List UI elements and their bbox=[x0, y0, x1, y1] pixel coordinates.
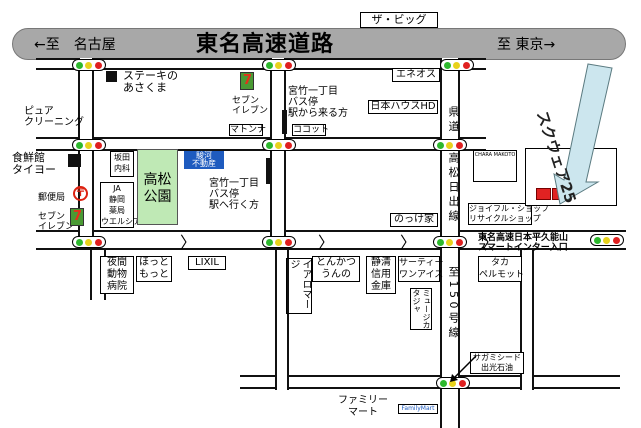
sakana-marker-icon bbox=[68, 154, 81, 167]
bus-stop-top-label: 宮竹一丁目 バス停 駅から来る方 bbox=[288, 86, 348, 119]
bus-stop-post-mid bbox=[266, 158, 271, 184]
road-mid-vertical bbox=[270, 58, 286, 248]
square25-building-icon bbox=[536, 188, 551, 200]
eneos-station: エネオス bbox=[392, 68, 440, 82]
traffic-signal bbox=[262, 59, 296, 71]
family-mart-label: ファミリー マート bbox=[338, 395, 388, 418]
rail-crossing-mark: 〉 bbox=[482, 233, 499, 252]
traffic-signal bbox=[72, 139, 106, 151]
rail-crossing-mark: 〉 bbox=[318, 233, 335, 252]
arrow-to-station-icon bbox=[450, 355, 477, 382]
traffic-signal bbox=[262, 139, 296, 151]
musica-label: ミュージカ タジャ bbox=[410, 288, 432, 330]
night-animal-hospital: 夜間 動物 病院 bbox=[100, 256, 134, 294]
seven-eleven-left-label: セブン イレブン bbox=[38, 212, 75, 232]
traffic-signal bbox=[440, 59, 474, 71]
road-upper-horizontal bbox=[36, 137, 486, 151]
traffic-signal bbox=[433, 236, 467, 248]
suruga-fudosan: 駿河 不動産 bbox=[184, 151, 224, 169]
steak-marker-icon bbox=[106, 71, 117, 82]
route150-label: 至 1 5 0 号 線 bbox=[447, 266, 460, 338]
tonkatsu-unno: とんかつ うんの bbox=[312, 256, 360, 282]
traffic-signal bbox=[72, 59, 106, 71]
chara-makoto-sign: CHARA MAKOTO bbox=[473, 150, 517, 182]
expressway-left-direction: ←至 名古屋 bbox=[34, 37, 116, 53]
matsuna-store: マトンナ bbox=[229, 124, 267, 136]
bus-stop-post-top bbox=[282, 110, 287, 134]
post-office-icon: 〒 bbox=[73, 186, 88, 201]
joyful-recycle-shop: ジョイフル・ショップ リサイクルショップ bbox=[468, 203, 549, 225]
rail-crossing-mark: 〉 bbox=[180, 233, 197, 252]
sagami-idemitsu: サガミシード 出光石油 bbox=[470, 352, 524, 374]
family-mart-sign: FamilyMart bbox=[398, 404, 438, 414]
road-bottom-horizontal bbox=[240, 375, 620, 389]
square25-arrow-icon bbox=[553, 63, 613, 205]
expressway bbox=[12, 28, 626, 60]
nokke-ya: のっけ家 bbox=[390, 213, 438, 227]
takamatsu-park: 高松 公園 bbox=[137, 149, 178, 225]
takamatsu-hinode-line-label: 高 松 日 出 線 bbox=[447, 152, 460, 221]
traffic-signal bbox=[262, 236, 296, 248]
shizusei-shinkin: 静清 信用 金庫 bbox=[366, 256, 396, 294]
takapel: タカ ペルモット bbox=[478, 256, 525, 282]
rail-crossing-mark: 〉 bbox=[400, 233, 417, 252]
steak-restaurant-label: ステーキの あさくま bbox=[123, 69, 178, 94]
iraromasaji-label: イアロマージ bbox=[286, 258, 312, 314]
seven-eleven-left-icon bbox=[70, 208, 84, 226]
seven-eleven-top-label: セブン イレブン bbox=[232, 96, 269, 116]
smart-ic-label: 東名高速日本平久能山 スマートインター入口 bbox=[478, 233, 569, 253]
traffic-signal bbox=[590, 234, 624, 246]
pure-cleaning-label: ピュア クリーニング bbox=[24, 106, 84, 128]
road-main-horizontal bbox=[36, 230, 626, 250]
traffic-signal bbox=[72, 236, 106, 248]
bus-stop-mid-label: 宮竹一丁目 バス停 駅へ行く方 bbox=[209, 178, 259, 211]
thirty-one-ice: サーティー ワンアイス bbox=[398, 256, 444, 282]
seven-eleven-top-icon bbox=[240, 72, 254, 90]
sakana-store-label: 食鮮館 タイヨー bbox=[12, 151, 56, 176]
nihon-house-hd: 日本ハウスHD bbox=[368, 100, 438, 114]
sakata-clinic: 坂田 内科 bbox=[110, 151, 134, 177]
traffic-signal bbox=[433, 139, 467, 151]
road-mid-stub bbox=[275, 250, 289, 390]
hotto-motto: ほっと もっと bbox=[136, 256, 172, 282]
cocotto-store: ココット bbox=[292, 124, 330, 136]
expressway-right-direction: 至 東京→ bbox=[497, 37, 556, 53]
ja-pharmacy: JA 静岡 薬局 ウエルシア bbox=[100, 182, 141, 228]
road-top-horizontal bbox=[36, 58, 486, 70]
the-big-store: ザ・ビッグ bbox=[360, 12, 438, 28]
ken-road-label: 県 道 bbox=[447, 106, 460, 132]
post-office-label: 郵便局 bbox=[38, 193, 66, 203]
expressway-title: 東名高速道路 bbox=[196, 32, 335, 57]
lixil-store: LIXIL bbox=[188, 256, 226, 270]
